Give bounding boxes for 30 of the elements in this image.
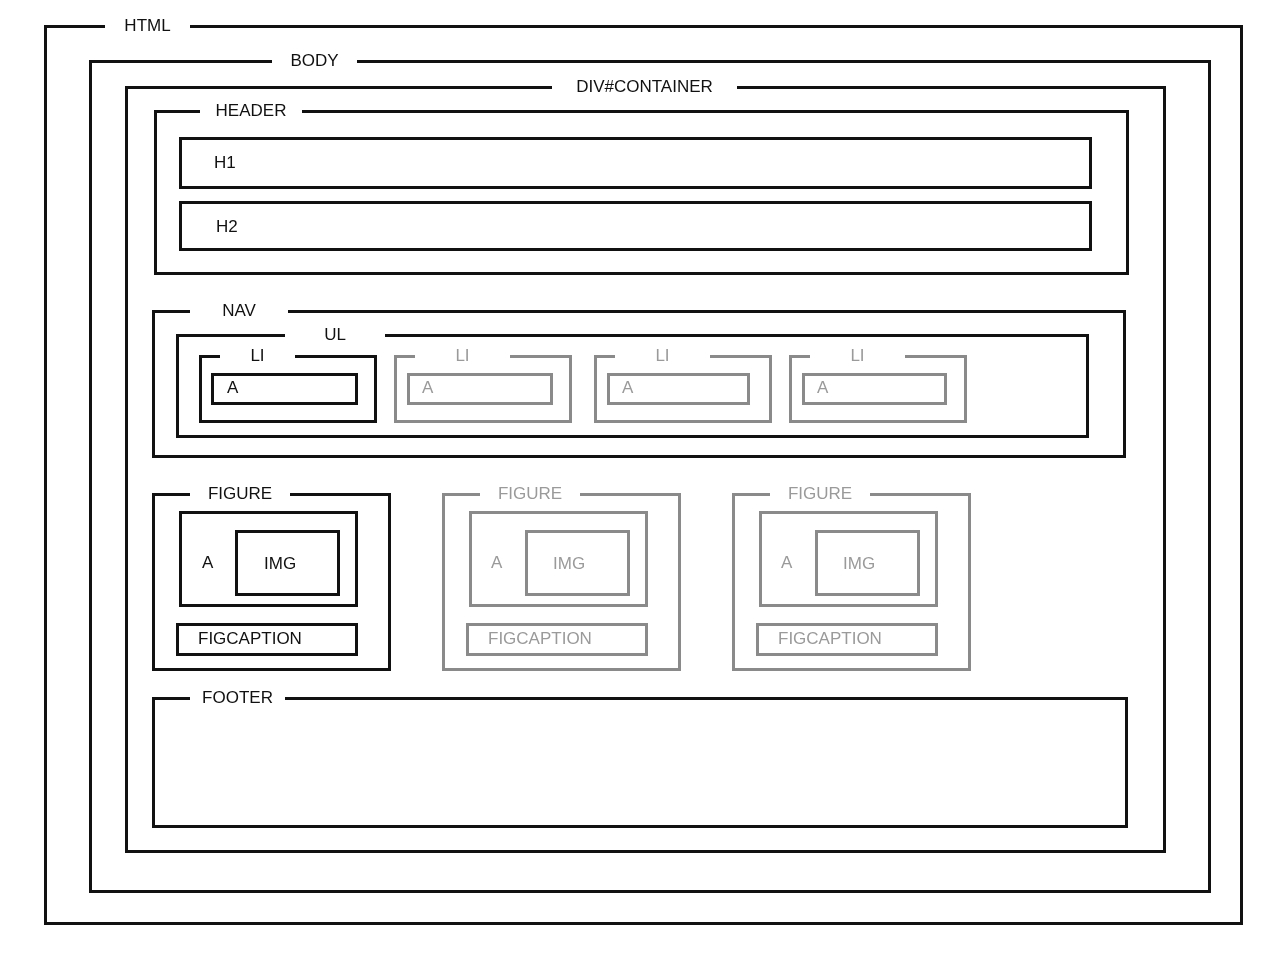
element-box xyxy=(802,373,947,405)
element-box xyxy=(607,373,750,405)
element-box xyxy=(211,373,358,405)
element-label: IMG xyxy=(843,554,876,574)
element-label: H1 xyxy=(214,153,236,173)
element-label: A xyxy=(817,378,829,398)
element-box xyxy=(176,623,358,656)
element-label: A xyxy=(202,553,214,573)
element-label: A xyxy=(622,378,634,398)
element-label: A xyxy=(227,378,239,398)
element-label: FIGCAPTION xyxy=(488,629,592,649)
element-box xyxy=(407,373,553,405)
element-box xyxy=(235,530,340,596)
element-box xyxy=(759,511,938,607)
element-box xyxy=(525,530,630,596)
element-label: A xyxy=(781,553,793,573)
element-label: IMG xyxy=(264,554,297,574)
element-box xyxy=(756,623,938,656)
element-label: IMG xyxy=(553,554,586,574)
element-label: A xyxy=(422,378,434,398)
element-box xyxy=(179,137,1092,189)
element-label: FIGCAPTION xyxy=(778,629,882,649)
element-box xyxy=(466,623,648,656)
element-box xyxy=(815,530,920,596)
element-label: A xyxy=(491,553,503,573)
element-box xyxy=(179,201,1092,251)
element-box xyxy=(469,511,648,607)
element-box xyxy=(179,511,358,607)
element-label: H2 xyxy=(216,217,238,237)
element-label: FIGCAPTION xyxy=(198,629,302,649)
